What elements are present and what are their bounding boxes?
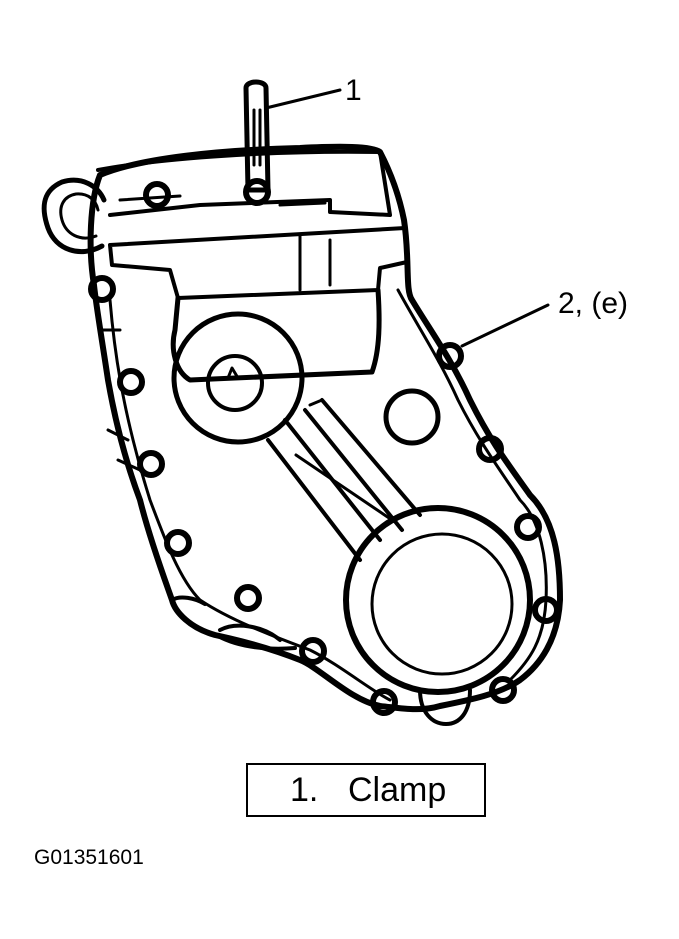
bolt [234,584,262,612]
input-shaft-inner [206,354,264,412]
output-boss [418,688,472,726]
callout-2: 2, (e) [558,287,628,320]
clamp-stud [243,79,271,193]
bolt [137,450,165,478]
legend-number: 1. [290,770,319,809]
output-shaft-inner [370,532,514,676]
leader-line-1 [264,88,342,110]
bolt [143,181,171,209]
input-shaft-notch [226,366,240,380]
bolt [489,676,517,704]
clamp-stud-slot [252,108,262,167]
left-ribs [98,328,142,472]
bolt [299,637,327,665]
bolt [117,368,145,396]
left-lug-inner [59,192,100,240]
top-cover-detail [118,194,332,292]
bolt [164,529,192,557]
bolt [476,435,504,463]
bolt [370,688,398,716]
clamp-bolt [243,178,271,206]
leader-line-2 [460,303,550,348]
top-flange [108,226,409,300]
chain-web [266,398,422,562]
callout-1: 1 [345,74,362,107]
input-housing [170,287,382,383]
output-shaft [343,505,533,695]
bolt [532,596,560,624]
bolt [88,275,116,303]
input-shaft-outer [171,311,305,445]
bolt [514,513,542,541]
legend-box: 1. Clamp [246,763,486,817]
fill-plug [383,388,441,446]
left-lug [41,177,107,255]
legend-text: Clamp [348,770,447,809]
case-outline [87,143,563,713]
case-bolts [88,181,560,716]
figure-id: G01351601 [34,846,144,869]
chain-web-edge [294,398,394,522]
bolt [436,342,464,370]
